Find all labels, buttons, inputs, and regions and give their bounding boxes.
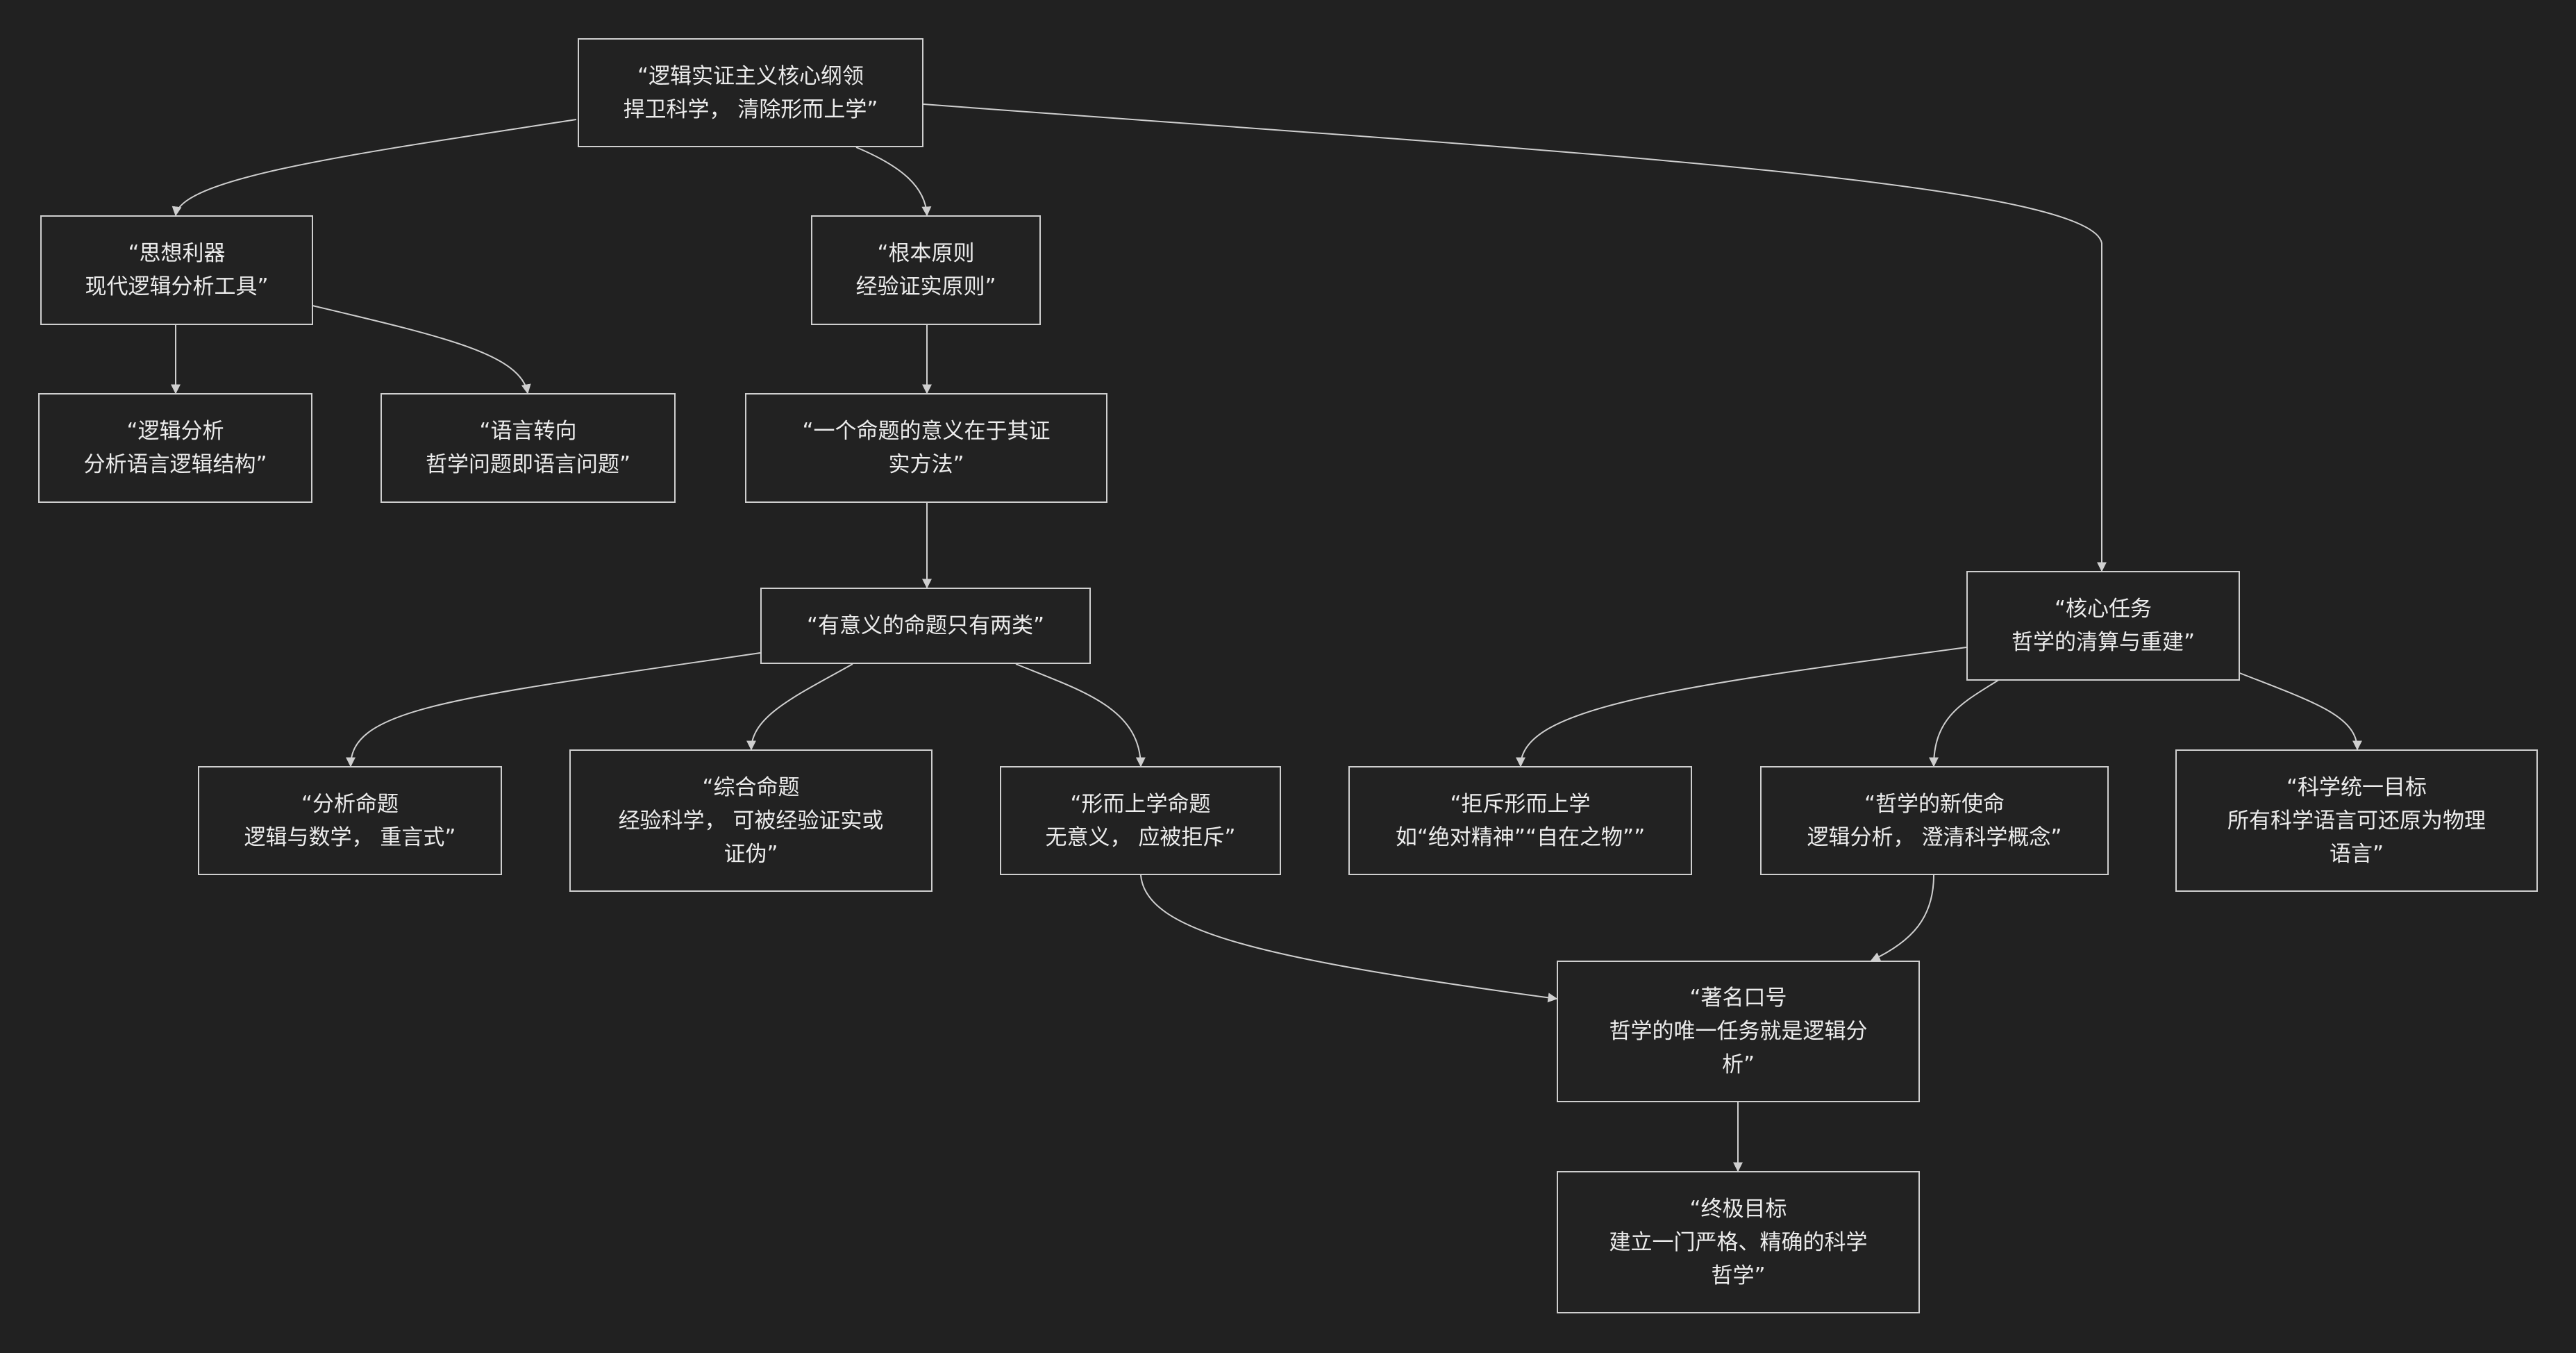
node-core-task: “核心任务 哲学的清算与重建”	[1966, 571, 2240, 681]
node-goal: “终极目标 建立一门严格、精确的科学 哲学”	[1557, 1171, 1920, 1313]
node-goal-label: “终极目标 建立一门严格、精确的科学 哲学”	[1609, 1196, 1868, 1288]
node-new-mission: “哲学的新使命 逻辑分析， 澄清科学概念”	[1760, 766, 2109, 875]
node-tools: “思想利器 现代逻辑分析工具”	[40, 215, 313, 325]
node-root: “逻辑实证主义核心纲领 捍卫科学， 清除形而上学”	[578, 38, 923, 147]
edge-metaphysical-slogan	[1140, 874, 1558, 1003]
node-metaphysical-label: “形而上学命题 无意义， 应被拒斥”	[1045, 791, 1236, 850]
node-meaning-label: “一个命题的意义在于其证 实方法”	[802, 419, 1051, 477]
node-reject: “拒斥形而上学 如“绝对精神”“自在之物””	[1348, 766, 1692, 875]
edge-new-mission-slogan	[1870, 874, 1934, 962]
node-root-label: “逻辑实证主义核心纲领 捍卫科学， 清除形而上学”	[623, 63, 878, 122]
edge-root-tools	[172, 119, 577, 217]
node-two-kinds: “有意义的命题只有两类”	[760, 588, 1091, 664]
edge-core-task-unity	[2237, 672, 2362, 751]
node-tools-label: “思想利器 现代逻辑分析工具”	[85, 241, 269, 299]
node-slogan: “著名口号 哲学的唯一任务就是逻辑分 析”	[1557, 961, 1920, 1102]
edge-core-task-new-mission	[1929, 679, 2000, 767]
node-logic-analysis-label: “逻辑分析 分析语言逻辑结构”	[83, 419, 267, 477]
node-unity-label: “科学统一目标 所有科学语言可还原为物理 语言”	[2227, 774, 2486, 867]
node-core-task-label: “核心任务 哲学的清算与重建”	[2011, 597, 2196, 655]
edge-two-kinds-metaphysical	[1015, 663, 1146, 767]
node-metaphysical: “形而上学命题 无意义， 应被拒斥”	[1000, 766, 1281, 875]
node-meaning: “一个命题的意义在于其证 实方法”	[745, 393, 1107, 503]
node-analytic: “分析命题 逻辑与数学， 重言式”	[198, 766, 502, 875]
node-synthetic-label: “综合命题 经验科学， 可被经验证实或 证伪”	[618, 774, 884, 867]
edge-tools-linguistic-turn	[312, 305, 531, 395]
node-slogan-label: “著名口号 哲学的唯一任务就是逻辑分 析”	[1609, 986, 1868, 1077]
edge-root-core-task	[923, 103, 2107, 572]
node-logic-analysis: “逻辑分析 分析语言逻辑结构”	[38, 393, 312, 503]
edge-two-kinds-synthetic	[746, 663, 853, 751]
edge-two-kinds-analytic	[346, 652, 761, 767]
node-analytic-label: “分析命题 逻辑与数学， 重言式”	[244, 791, 456, 850]
node-two-kinds-label: “有意义的命题只有两类”	[806, 613, 1045, 638]
node-reject-label: “拒斥形而上学 如“绝对精神”“自在之物””	[1395, 791, 1646, 850]
node-new-mission-label: “哲学的新使命 逻辑分析， 澄清科学概念”	[1807, 791, 2062, 850]
node-principle-label: “根本原则 经验证实原则”	[855, 241, 996, 299]
edge-root-principle	[855, 147, 932, 217]
edge-core-task-reject	[1516, 647, 1967, 767]
node-synthetic: “综合命题 经验科学， 可被经验证实或 证伪”	[569, 749, 932, 892]
node-unity: “科学统一目标 所有科学语言可还原为物理 语言”	[2175, 749, 2538, 892]
node-linguistic-turn: “语言转向 哲学问题即语言问题”	[380, 393, 676, 503]
node-linguistic-turn-label: “语言转向 哲学问题即语言问题”	[425, 419, 631, 477]
node-principle: “根本原则 经验证实原则”	[811, 215, 1041, 325]
